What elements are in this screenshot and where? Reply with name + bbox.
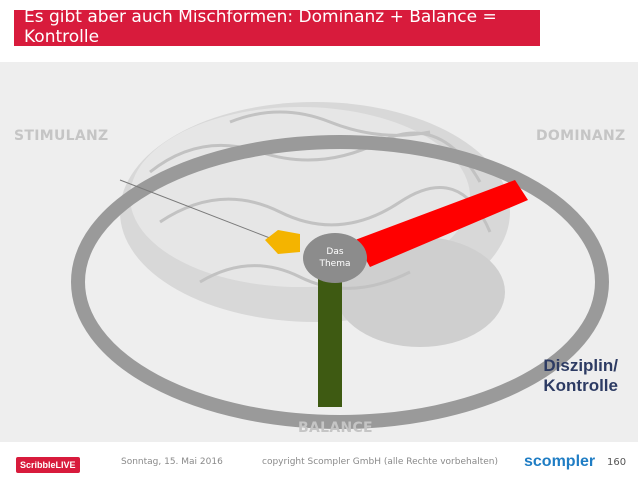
page-number: 160 [607, 457, 627, 468]
disziplin-label: Disziplin/ Kontrolle [543, 356, 618, 396]
label-stimulanz: STIMULANZ [14, 128, 109, 144]
stimulanz-arm [265, 230, 300, 254]
diagram-stage [0, 62, 638, 442]
scompler-logo: scompler [524, 453, 596, 470]
title-underline [14, 44, 540, 46]
slide-footer: ScribbleLIVE Sonntag, 15. Mai 2016 copyr… [0, 449, 638, 479]
balance-arm [318, 267, 342, 407]
stimulanz-pointer-line [119, 179, 276, 241]
center-topic-circle: Das Thema [303, 233, 367, 283]
dominanz-arm [355, 180, 528, 267]
footer-date: Sonntag, 15. Mai 2016 [121, 457, 223, 467]
slide-title: Es gibt aber auch Mischformen: Dominanz … [14, 7, 540, 47]
disziplin-line2: Kontrolle [543, 376, 618, 395]
label-balance: BALANCE [298, 420, 373, 436]
disziplin-line1: Disziplin/ [543, 356, 618, 375]
label-dominanz: DOMINANZ [536, 128, 626, 144]
slide-title-text: Es gibt aber auch Mischformen: Dominanz … [24, 7, 497, 47]
orbit-ring [71, 135, 609, 429]
footer-copyright: copyright Scompler GmbH (alle Rechte vor… [262, 457, 499, 467]
center-topic-line1: Das [326, 247, 344, 257]
scribblelive-logo: ScribbleLIVE [16, 457, 80, 473]
diagram-canvas [71, 102, 609, 429]
center-topic-line2: Thema [319, 259, 351, 269]
